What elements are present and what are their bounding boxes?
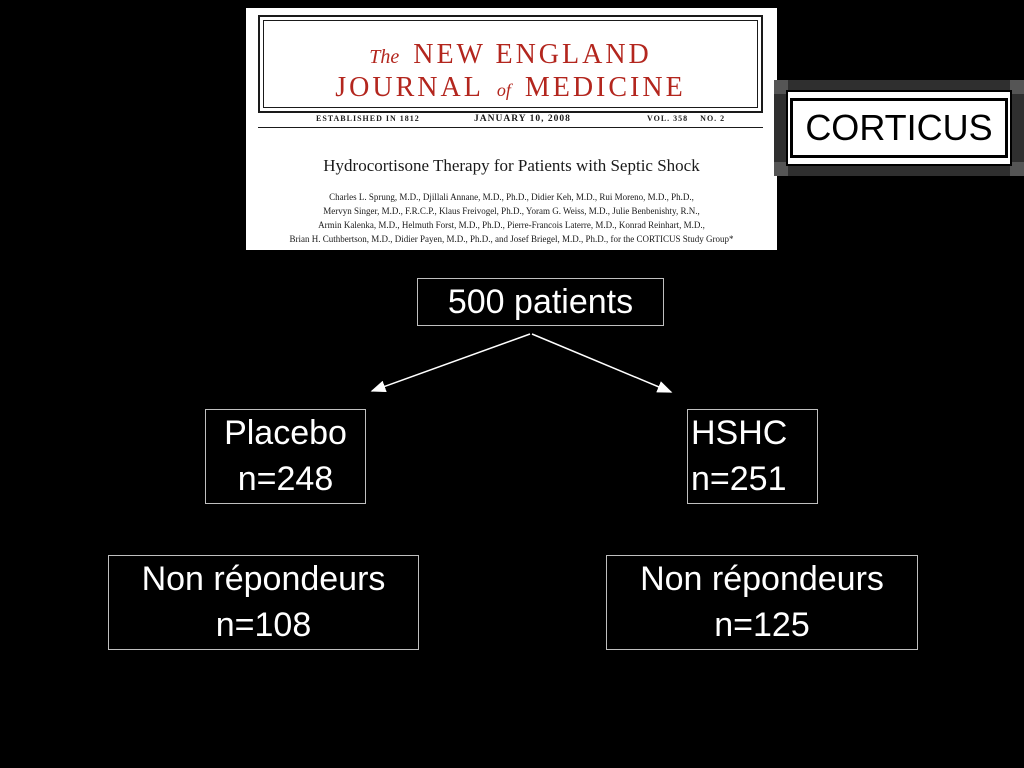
hshc-nonresponders-box: Non répondeurs n=125 bbox=[606, 555, 918, 650]
total-patients-box: 500 patients bbox=[417, 278, 664, 326]
group-name: HSHC bbox=[691, 414, 788, 452]
masthead-line2: JOURNAL of MEDICINE bbox=[335, 72, 686, 103]
author-line: Mervyn Singer, M.D., F.R.C.P., Klaus Fre… bbox=[323, 206, 700, 216]
corticus-frame: CORTICUS bbox=[774, 80, 1024, 176]
subgroup-count: n=108 bbox=[215, 606, 312, 644]
masthead-line1: The NEW ENGLAND bbox=[369, 39, 652, 70]
issue-date: JANUARY 10, 2008 bbox=[474, 114, 571, 124]
study-label: CORTICUS bbox=[790, 98, 1008, 158]
subgroup-name: Non répondeurs bbox=[141, 560, 386, 598]
nejm-article-header: The NEW ENGLAND JOURNAL of MEDICINE ESTA… bbox=[246, 8, 777, 250]
author-line: Armin Kalenka, M.D., Helmuth Forst, M.D.… bbox=[318, 220, 705, 230]
hshc-group-box: HSHC n=251 bbox=[687, 409, 818, 504]
placebo-group-box: Placebo n=248 bbox=[205, 409, 366, 504]
volume-number: VOL. 358 NO. 2 bbox=[647, 114, 726, 123]
author-line: Brian H. Cuthbertson, M.D., Didier Payen… bbox=[289, 234, 734, 244]
arrow-to-hshc bbox=[531, 333, 673, 393]
frame-corner bbox=[774, 80, 788, 94]
header-rule bbox=[258, 127, 763, 128]
author-line: Charles L. Sprung, M.D., Djillali Annane… bbox=[329, 192, 694, 202]
subgroup-name: Non répondeurs bbox=[640, 560, 884, 598]
established-text: ESTABLISHED IN 1812 bbox=[316, 114, 420, 123]
arrow-to-placebo bbox=[370, 333, 531, 393]
nejm-masthead: The NEW ENGLAND JOURNAL of MEDICINE bbox=[258, 15, 763, 113]
group-name: Placebo bbox=[224, 414, 347, 452]
frame-corner bbox=[1010, 80, 1024, 94]
author-list: Charles L. Sprung, M.D., Djillali Annane… bbox=[246, 190, 777, 246]
group-count: n=251 bbox=[691, 460, 787, 498]
group-count: n=248 bbox=[237, 460, 334, 498]
frame-corner bbox=[1010, 162, 1024, 176]
subgroup-count: n=125 bbox=[714, 606, 810, 644]
placebo-nonresponders-box: Non répondeurs n=108 bbox=[108, 555, 419, 650]
article-title: Hydrocortisone Therapy for Patients with… bbox=[323, 156, 700, 175]
frame-corner bbox=[774, 162, 788, 176]
